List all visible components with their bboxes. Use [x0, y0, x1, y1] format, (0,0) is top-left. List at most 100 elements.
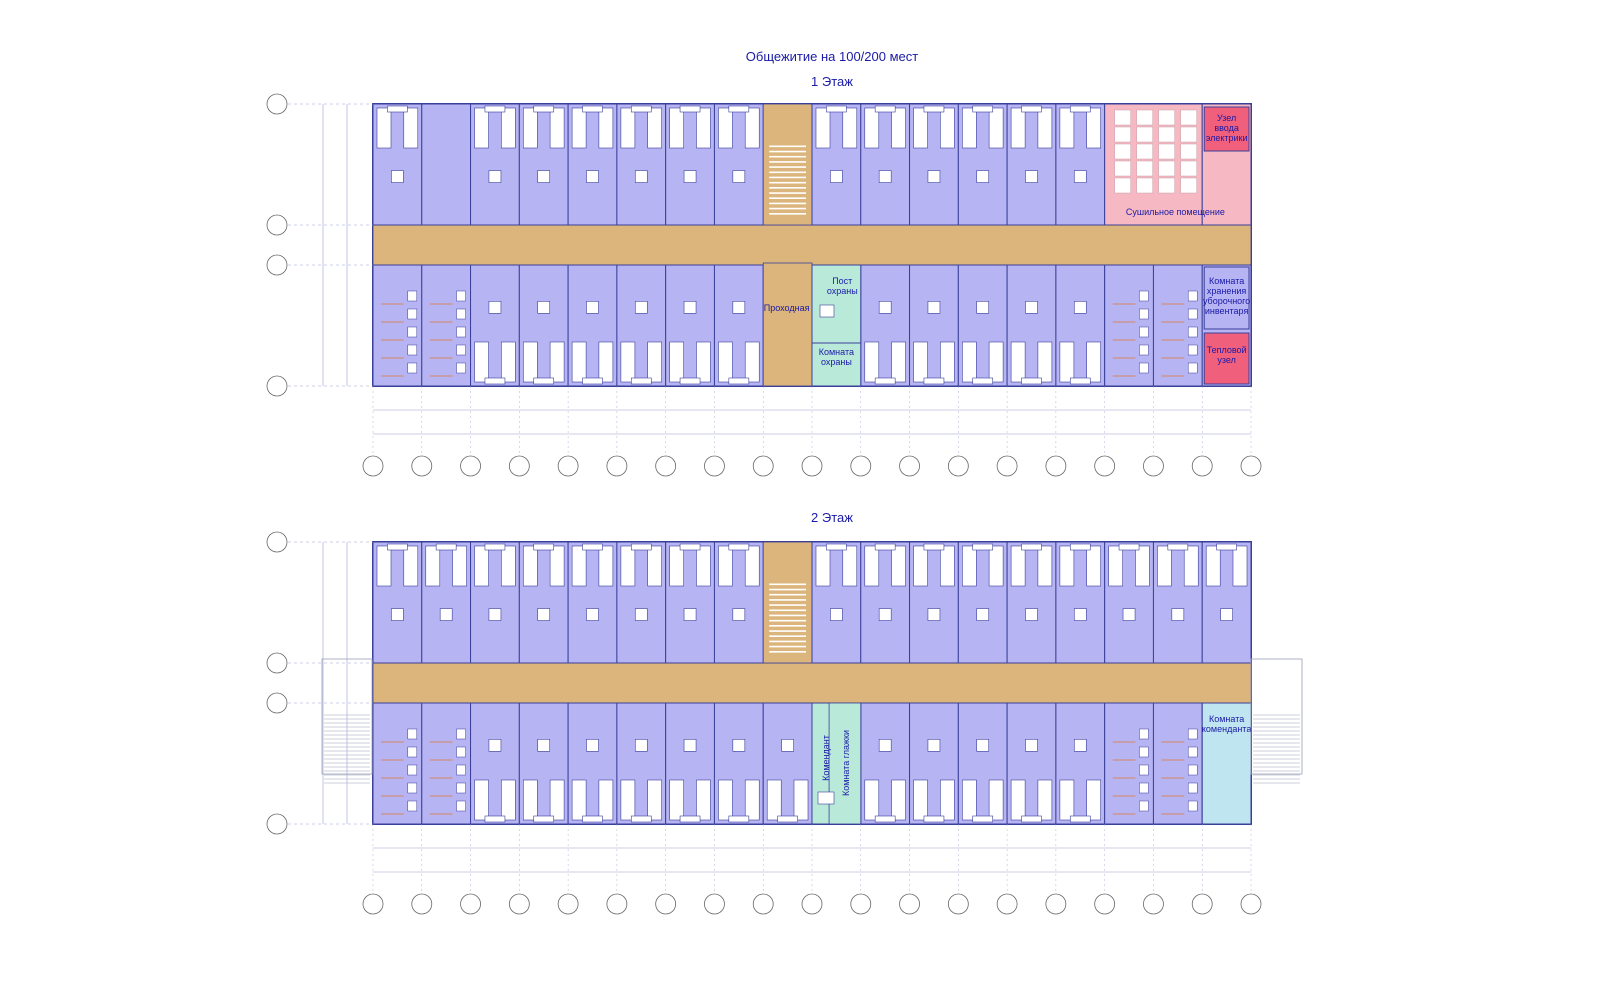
bed-left	[571, 107, 587, 149]
axis-bubble	[557, 455, 579, 477]
table-icon	[586, 608, 599, 621]
bed-left	[1010, 107, 1026, 149]
table-icon	[732, 608, 746, 621]
bed-right	[940, 545, 955, 587]
axis-bubble	[460, 893, 481, 915]
bed-left	[1108, 545, 1123, 587]
bed-right	[549, 341, 565, 383]
table-icon	[537, 170, 551, 183]
toilet-icon	[1139, 362, 1149, 374]
electrical-room-label-line: ввода	[1214, 123, 1239, 133]
toilet-icon	[1139, 728, 1149, 740]
checkpoint-passage	[762, 262, 813, 387]
bed-left	[962, 779, 977, 821]
bed-right	[744, 779, 760, 821]
window-sill	[972, 377, 994, 385]
bed-right	[647, 545, 662, 587]
table-icon	[439, 608, 453, 621]
bed-left	[864, 107, 880, 149]
window-sill	[679, 543, 701, 551]
window-sill	[1021, 105, 1042, 113]
bed-left	[523, 779, 538, 821]
toilet-icon	[1187, 800, 1198, 812]
window-sill	[874, 377, 896, 385]
axis-bubble	[266, 254, 288, 276]
table-icon	[927, 608, 941, 621]
axis-bubble	[1191, 893, 1213, 915]
axis-bubble	[266, 652, 288, 674]
storage-room-label-line: инвентаря	[1205, 306, 1249, 316]
drying-cabinet	[1180, 109, 1197, 126]
bed-right	[891, 779, 906, 821]
toilet-icon	[407, 344, 418, 356]
table-icon	[878, 300, 892, 314]
corridor	[372, 662, 1252, 704]
window-sill	[435, 543, 457, 551]
bed-right	[988, 779, 1004, 821]
bed-left	[815, 107, 831, 149]
bed-right	[1086, 107, 1101, 149]
window-sill	[533, 377, 555, 385]
bed-left	[962, 341, 977, 383]
axis-bubble	[947, 455, 969, 477]
bed-right	[501, 341, 516, 383]
table-icon	[1025, 170, 1038, 183]
axis-bubble	[266, 813, 288, 835]
bed-left	[913, 545, 928, 587]
axis-bubble	[411, 893, 433, 915]
window-sill	[533, 543, 555, 551]
bed-right	[696, 779, 711, 821]
checkpoint-label: Проходная	[764, 303, 810, 313]
table-icon	[830, 170, 843, 183]
bed-left	[669, 341, 684, 383]
window-sill	[1021, 815, 1042, 823]
window-sill	[923, 105, 945, 113]
window-sill	[728, 105, 750, 113]
window-sill	[484, 815, 506, 823]
drying-cabinet	[1136, 160, 1153, 177]
drying-cabinet	[1158, 143, 1175, 160]
axis-bubble	[606, 455, 628, 477]
bed-left	[669, 545, 684, 587]
bed-left	[913, 341, 928, 383]
floor-1-title: 1 Этаж	[811, 74, 853, 89]
drying-room-label-line: Сушильное помещение	[1126, 207, 1225, 217]
window-sill	[874, 815, 896, 823]
bed-right	[1086, 779, 1101, 821]
drying-cabinet	[1158, 126, 1175, 143]
window-sill	[387, 105, 408, 113]
axis-bubble	[266, 375, 288, 397]
axis-bubble	[996, 455, 1018, 477]
bed-right	[891, 341, 906, 383]
bed-right	[647, 341, 662, 383]
window-sill	[679, 105, 701, 113]
table-icon	[537, 738, 551, 752]
drying-cabinet	[1158, 109, 1175, 126]
toilet-icon	[407, 746, 418, 758]
window-sill	[728, 543, 750, 551]
window-sill	[630, 543, 652, 551]
bed-right	[988, 545, 1004, 587]
bed-right	[549, 545, 565, 587]
bed-right	[1086, 341, 1101, 383]
drying-cabinet	[1136, 126, 1153, 143]
window-sill	[923, 377, 945, 385]
toilet-icon	[1139, 326, 1149, 338]
bed-left	[474, 341, 489, 383]
toilet-icon	[407, 782, 418, 794]
bed-left	[523, 341, 538, 383]
commandant-label: Комендант	[821, 735, 831, 781]
window-sill	[679, 377, 701, 385]
axis-bubble	[508, 455, 530, 477]
toilet-icon	[456, 746, 466, 758]
table-icon	[976, 738, 990, 752]
toilet-icon	[1139, 782, 1149, 794]
bed-left	[1059, 107, 1075, 149]
bed-right	[1037, 341, 1053, 383]
window-sill	[582, 815, 603, 823]
bed-left	[864, 779, 880, 821]
bed-left	[620, 107, 636, 149]
